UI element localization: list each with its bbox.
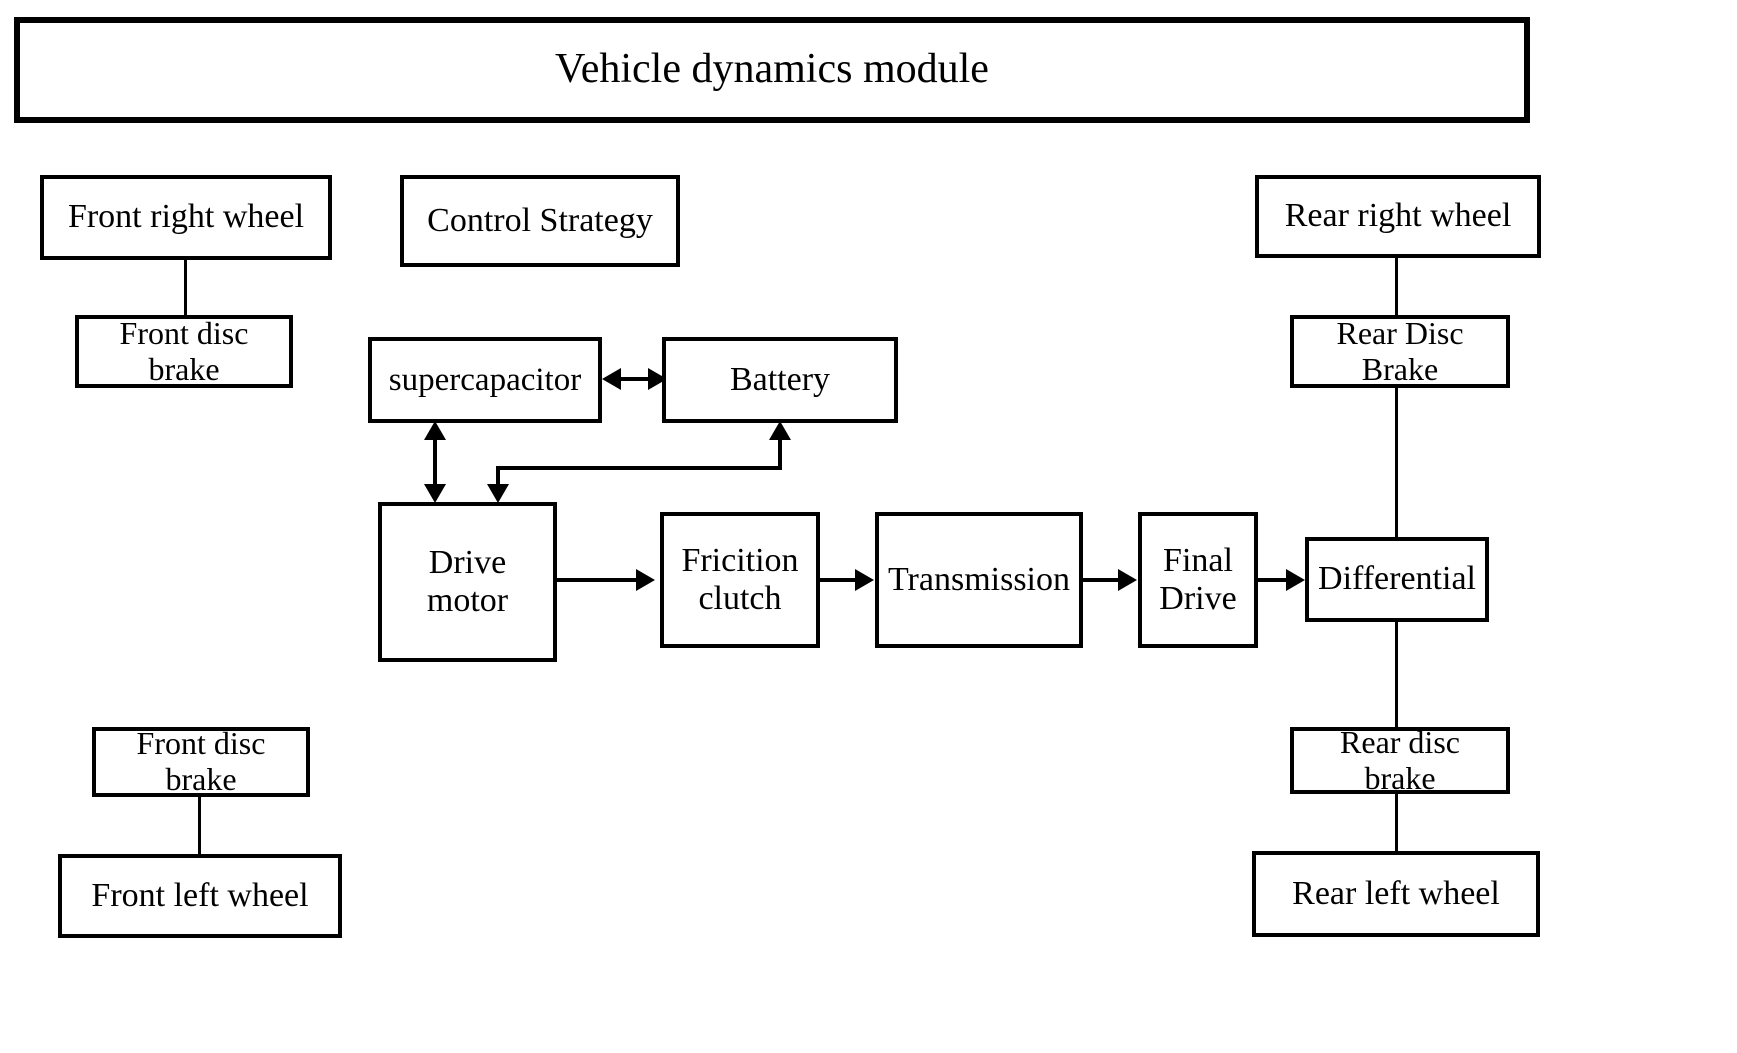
title-banner-label: Vehicle dynamics module — [555, 46, 989, 93]
connector-front-disc-brake-to-front-left-wheel — [198, 795, 201, 857]
connector-drivemotor-to-clutch — [557, 578, 639, 582]
connector-finaldrive-to-differential — [1258, 578, 1290, 582]
node-control-strategy: Control Strategy — [400, 175, 680, 267]
connector-clutch-to-transmission — [820, 578, 858, 582]
arrowhead-supercapacitor-drivemotor-down — [424, 484, 446, 503]
rear-right-wheel-label: Rear right wheel — [1284, 197, 1512, 235]
node-rear-right-wheel: Rear right wheel — [1255, 175, 1541, 258]
connector-drivemotor-battery-horizontal — [496, 466, 782, 470]
front-left-wheel-label: Front left wheel — [91, 876, 309, 914]
rear-left-wheel-label: Rear left wheel — [1292, 874, 1500, 912]
connector-rear-right-wheel-to-brake — [1395, 256, 1398, 318]
drive-motor-label: Drive motor — [426, 543, 509, 619]
connector-drivemotor-battery-leftstub — [496, 466, 500, 498]
node-front-right-wheel: Front right wheel — [40, 175, 332, 260]
battery-label: Battery — [729, 360, 831, 398]
node-front-left-wheel: Front left wheel — [58, 854, 342, 938]
final-drive-label: Final Drive — [1159, 541, 1237, 617]
arrowhead-drivemotor-to-clutch — [636, 569, 655, 591]
connector-front-right-wheel-to-brake — [184, 258, 187, 318]
connector-supercapacitor-drivemotor-shaft — [433, 430, 437, 496]
node-differential: Differential — [1305, 537, 1489, 622]
control-strategy-label: Control Strategy — [427, 201, 653, 239]
connector-supercapacitor-battery-shaft — [612, 377, 654, 381]
front-disc-brake-right-label: Front disc brake — [119, 314, 249, 387]
node-rear-left-wheel: Rear left wheel — [1252, 851, 1540, 937]
title-banner-box: Vehicle dynamics module — [14, 17, 1530, 123]
node-transmission: Transmission — [875, 512, 1083, 648]
connector-drivemotor-battery-rightstub — [778, 432, 782, 470]
front-disc-brake-left-label: Front disc brake — [136, 725, 266, 797]
node-friction-clutch: Fricition clutch — [660, 512, 820, 648]
rear-disc-brake-right-label: Rear Disc Brake — [1336, 314, 1464, 387]
arrowhead-supercapacitor-drivemotor-up — [424, 421, 446, 440]
arrowhead-clutch-to-transmission — [855, 569, 874, 591]
arrowhead-finaldrive-to-differential — [1286, 569, 1305, 591]
front-right-wheel-label: Front right wheel — [67, 198, 305, 236]
differential-label: Differential — [1318, 560, 1476, 598]
rear-disc-brake-left-label: Rear disc brake — [1340, 723, 1460, 796]
transmission-label: Transmission — [887, 560, 1071, 598]
connector-rear-disc-brake-to-rear-left-wheel — [1395, 792, 1398, 854]
arrowhead-into-battery — [769, 421, 791, 440]
connector-transmission-to-finaldrive — [1083, 578, 1121, 582]
node-front-disc-brake-right: Front disc brake — [75, 315, 293, 388]
arrowhead-supercapacitor-battery-left — [602, 368, 621, 390]
node-front-disc-brake-left: Front disc brake — [92, 725, 310, 797]
node-final-drive: Final Drive — [1138, 512, 1258, 648]
node-battery: Battery — [662, 337, 898, 423]
node-drive-motor: Drive motor — [378, 502, 557, 662]
node-supercapacitor: supercapacitor — [368, 337, 602, 423]
node-rear-disc-brake-right: Rear Disc Brake — [1290, 315, 1510, 388]
arrowhead-transmission-to-finaldrive — [1118, 569, 1137, 591]
supercapacitor-label: supercapacitor — [388, 361, 582, 398]
friction-clutch-label: Fricition clutch — [681, 541, 799, 617]
arrowhead-into-drivemotor — [487, 484, 509, 503]
node-rear-disc-brake-left: Rear disc brake — [1290, 723, 1510, 796]
